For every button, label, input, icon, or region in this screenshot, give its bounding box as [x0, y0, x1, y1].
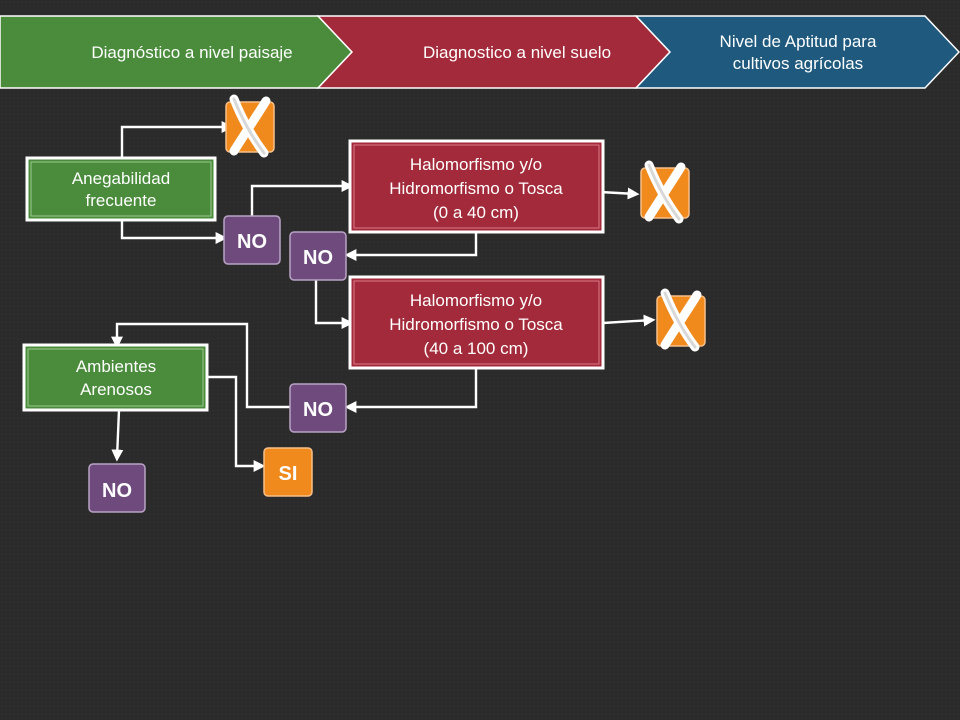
- tag-no-4-label: NO: [102, 480, 132, 502]
- arrow-anegabilidad-to-no: [120, 220, 228, 244]
- arrow-ambientes-to-no: [111, 409, 124, 462]
- step-aptitud-chevron: [634, 15, 960, 89]
- node-ambientes-line2: Arenosos: [80, 380, 152, 399]
- tag-no-3-box: [289, 383, 347, 433]
- tag-si: SI: [263, 447, 313, 497]
- node-halomorfismo-40-100: Halomorfismo y/o Hidromorfismo o Tosca (…: [348, 275, 605, 370]
- arrow-ambientes-to-si: [207, 375, 266, 472]
- step-aptitud-label-line1: Nivel de Aptitud para: [720, 32, 877, 51]
- node-halomorfismo-0-40: Halomorfismo y/o Hidromorfismo o Tosca (…: [348, 139, 605, 234]
- node-halo2-box: [348, 275, 605, 370]
- node-ambientes-arenosos: Ambientes Arenosos: [22, 343, 209, 412]
- node-halo1-line2: Hidromorfismo o Tosca: [389, 179, 563, 198]
- tag-no-1-box: [223, 215, 281, 265]
- reject-x-icon: [229, 94, 271, 158]
- tag-reject-1: [225, 94, 275, 158]
- tag-no-2-box: [289, 231, 347, 281]
- tag-no-1: NO: [223, 215, 281, 265]
- header-steps: Diagnóstico a nivel paisaje Diagnostico …: [0, 15, 960, 89]
- node-halo2-line2: Hidromorfismo o Tosca: [389, 315, 563, 334]
- reject-x-icon: [660, 288, 702, 352]
- tag-no-3: NO: [289, 383, 347, 433]
- arrow-no-to-halo2: [314, 280, 354, 329]
- node-halo1-line1: Halomorfismo y/o: [410, 155, 542, 174]
- tag-si-box: [263, 447, 313, 497]
- tag-no-1-label: NO: [237, 231, 267, 253]
- node-halo1-line3: (0 a 40 cm): [433, 203, 519, 222]
- arrow-halo2-to-no: [344, 368, 478, 413]
- tag-si-label: SI: [279, 463, 298, 485]
- node-halo2-line3: (40 a 100 cm): [424, 339, 529, 358]
- arrow-halo2-to-x: [602, 314, 656, 327]
- node-ambientes-line1: Ambientes: [76, 357, 156, 376]
- step-suelo-label: Diagnostico a nivel suelo: [423, 43, 611, 62]
- node-anegabilidad-line1: Anegabilidad: [72, 169, 170, 188]
- node-anegabilidad: Anegabilidad frecuente: [25, 156, 217, 222]
- arrow-anegabilidad-to-x: [120, 121, 234, 158]
- arrow-no-to-halo1: [250, 180, 354, 216]
- node-anegabilidad-box: [25, 156, 217, 222]
- node-ambientes-box: [22, 343, 209, 412]
- tag-no-3-label: NO: [303, 399, 333, 421]
- reject-x-icon: [644, 160, 686, 224]
- arrow-halo1-to-x: [599, 187, 640, 200]
- node-anegabilidad-line2: frecuente: [86, 191, 157, 210]
- tag-no-2-label: NO: [303, 247, 333, 269]
- step-aptitud-label-line2: cultivos agrícolas: [733, 54, 863, 73]
- tag-no-4-box: [88, 463, 146, 513]
- tag-no-2: NO: [289, 231, 347, 281]
- connectors: [111, 121, 656, 472]
- tag-reject-2: [640, 160, 690, 224]
- node-halo2-line1: Halomorfismo y/o: [410, 291, 542, 310]
- tag-no-4: NO: [88, 463, 146, 513]
- step-paisaje-label: Diagnóstico a nivel paisaje: [91, 43, 292, 62]
- tag-reject-3: [656, 288, 706, 352]
- node-halo1-box: [348, 139, 605, 234]
- arrow-halo1-to-no: [344, 232, 478, 261]
- arrow-no-to-ambientes: [111, 322, 290, 409]
